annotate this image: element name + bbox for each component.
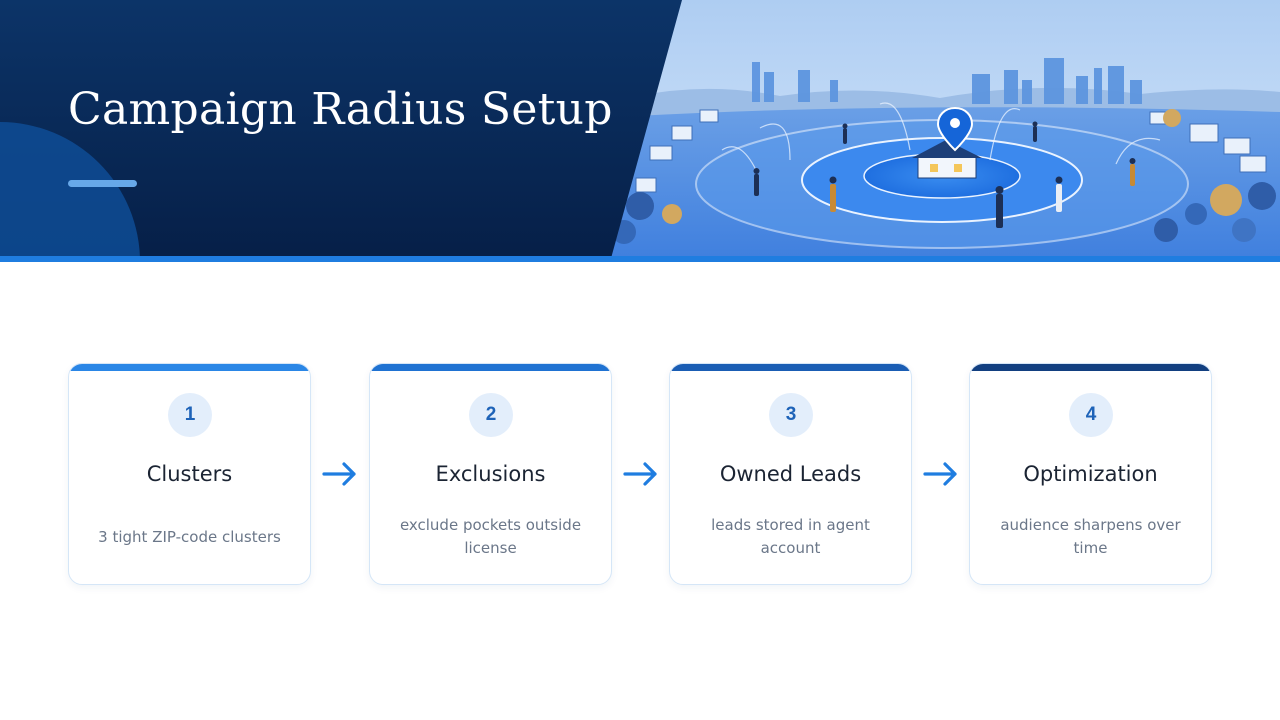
header-banner: Campaign Radius Setup [0, 0, 1280, 262]
step-description: audience sharpens over time [1000, 516, 1181, 557]
arrow-right-icon [623, 462, 657, 486]
card-accent-bar [970, 364, 1211, 371]
step-number-badge: 1 [168, 393, 212, 437]
title-underline [68, 180, 137, 187]
step-title: Owned Leads [719, 462, 862, 486]
step-number-badge: 2 [469, 393, 513, 437]
step-description: 3 tight ZIP-code clusters [98, 527, 281, 546]
header-divider [0, 256, 1280, 262]
step-title: Clusters [146, 462, 233, 486]
step-description: exclude pockets outside license [399, 516, 582, 557]
step-card-clusters: 1 Clusters 3 tight ZIP-code clusters [68, 363, 311, 585]
step-number-badge: 4 [1069, 393, 1113, 437]
card-accent-bar [370, 364, 611, 371]
card-accent-bar [670, 364, 911, 371]
arrow-right-icon [923, 462, 957, 486]
step-title: Exclusions [435, 462, 546, 486]
step-number-badge: 3 [769, 393, 813, 437]
step-card-optimization: 4 Optimization audience sharpens over ti… [969, 363, 1212, 585]
step-description: leads stored in agent account [711, 516, 870, 557]
step-card-exclusions: 2 Exclusions exclude pockets outside lic… [369, 363, 612, 585]
arrow-right-icon [322, 462, 356, 486]
step-title: Optimization [1023, 462, 1158, 486]
step-card-owned-leads: 3 Owned Leads leads stored in agent acco… [669, 363, 912, 585]
card-accent-bar [69, 364, 310, 371]
map-pin-icon [936, 106, 974, 152]
hero-illustration [0, 0, 1280, 262]
page-title: Campaign Radius Setup [68, 84, 613, 135]
